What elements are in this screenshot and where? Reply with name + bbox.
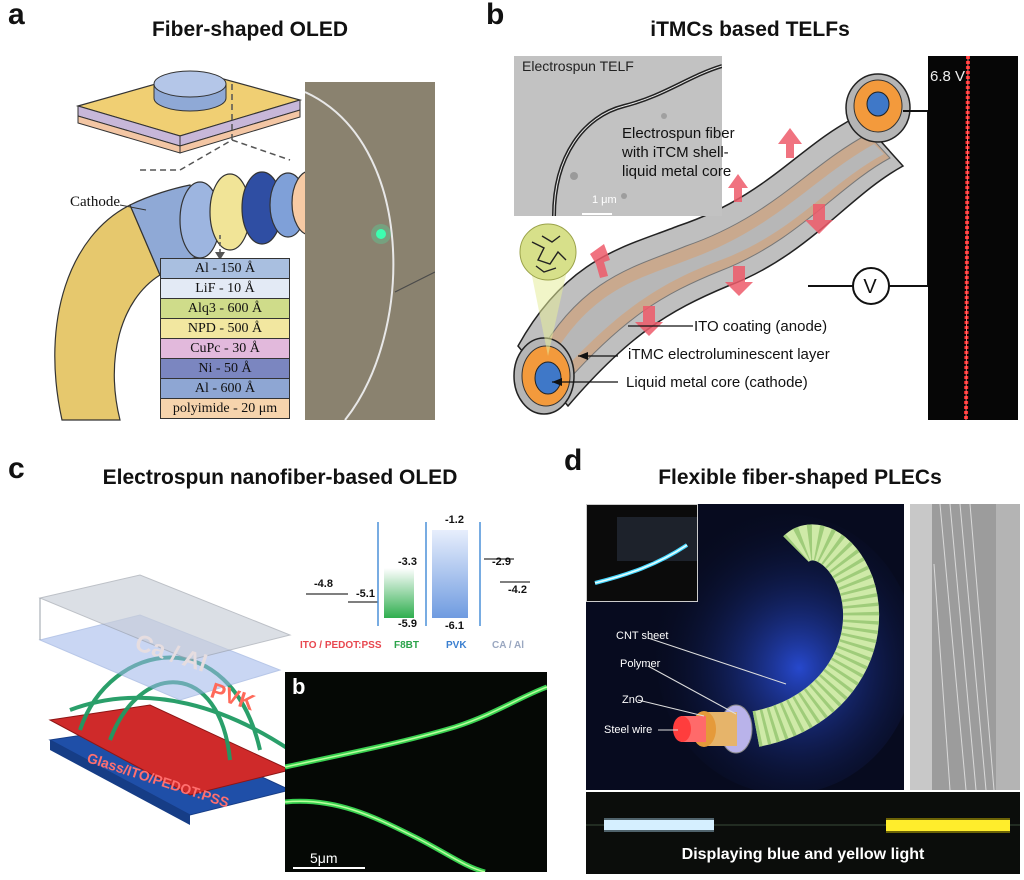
panel-a-letter: a <box>8 0 25 31</box>
plec-sem-image <box>910 504 1020 790</box>
material-label: ITO / PEDOT:PSS <box>300 640 382 651</box>
inset-b-scale-label: 1 μm <box>592 194 617 206</box>
plec-fiber-illustration <box>586 504 904 790</box>
light-display-caption: Displaying blue and yellow light <box>681 846 925 863</box>
panel-c-letter: c <box>8 452 25 485</box>
energy-level-value: -4.2 <box>508 584 527 596</box>
label-zno: ZnO <box>622 694 644 706</box>
layer-alq3: Alq3 - 600 Å <box>160 298 290 319</box>
label-itmc-layer: iTMC electroluminescent layer <box>628 346 830 363</box>
layer-al-150: Al - 150 Å <box>160 258 290 279</box>
label-cnt-sheet: CNT sheet <box>616 630 669 642</box>
panel-c-title: Electrospun nanofiber-based OLED <box>102 466 458 489</box>
inset-c-scale-label: 5μm <box>310 850 338 866</box>
energy-level-value: -5.9 <box>398 618 417 630</box>
telf-emission-image <box>928 56 1018 420</box>
panel-d-title: Flexible fiber-shaped PLECs <box>658 466 942 489</box>
label-steel-wire: Steel wire <box>604 724 653 736</box>
fiber-note-line-1: Electrospun fiber <box>622 125 735 142</box>
nanofiber-fluorescence-image <box>285 672 547 872</box>
energy-level-value: -5.1 <box>356 588 375 600</box>
energy-level-value: -6.1 <box>445 620 464 632</box>
fiber-annotation: Electrospun fiber with iTCM shell- liqui… <box>622 124 735 181</box>
energy-level-value: -1.2 <box>445 514 464 526</box>
electrospun-telf-micrograph <box>514 56 722 216</box>
material-label: PVK <box>446 640 467 651</box>
electrospun-telf-label: Electrospun TELF <box>522 58 634 74</box>
label-polymer: Polymer <box>620 658 661 670</box>
label-liquid-metal-core: Liquid metal core (cathode) <box>626 374 808 391</box>
layer-npd: NPD - 500 Å <box>160 318 290 339</box>
energy-level-diagram <box>306 522 530 626</box>
voltage-source-symbol: V <box>863 276 877 298</box>
material-label: CA / Al <box>492 640 525 651</box>
nanofiber-oled-stack <box>38 574 292 825</box>
layer-ni: Ni - 50 Å <box>160 358 290 379</box>
panel-b-letter: b <box>486 0 505 31</box>
label-ito-coating: ITO coating (anode) <box>694 318 828 335</box>
fiber-photo <box>305 82 435 420</box>
telf-illustration <box>513 73 928 415</box>
energy-level-value: -4.8 <box>314 578 333 590</box>
panel-a-title: Fiber-shaped OLED <box>151 18 349 41</box>
layer-cupc: CuPc - 30 Å <box>160 338 290 359</box>
panel-d-letter: d <box>564 444 583 477</box>
layer-al-600: Al - 600 Å <box>160 378 290 399</box>
energy-level-value: -2.9 <box>492 556 511 568</box>
fiber-oled-illustration <box>54 70 329 421</box>
inset-b-letter: b <box>292 674 306 699</box>
material-label: F8BT <box>394 640 419 651</box>
panel-b-title: iTMCs based TELFs <box>650 18 850 41</box>
voltage-reading: 6.8 V <box>930 68 966 85</box>
fiber-note-line-3: liquid metal core <box>622 163 732 180</box>
layer-polyimide: polyimide - 20 μm <box>160 398 290 419</box>
layer-lif: LiF - 10 Å <box>160 278 290 299</box>
plec-glow-inset <box>586 504 698 602</box>
energy-level-value: -3.3 <box>398 556 417 568</box>
light-display-photo <box>586 792 1020 874</box>
cathode-label: Cathode <box>70 194 120 210</box>
fiber-note-line-2: with iTCM shell- <box>622 144 729 161</box>
